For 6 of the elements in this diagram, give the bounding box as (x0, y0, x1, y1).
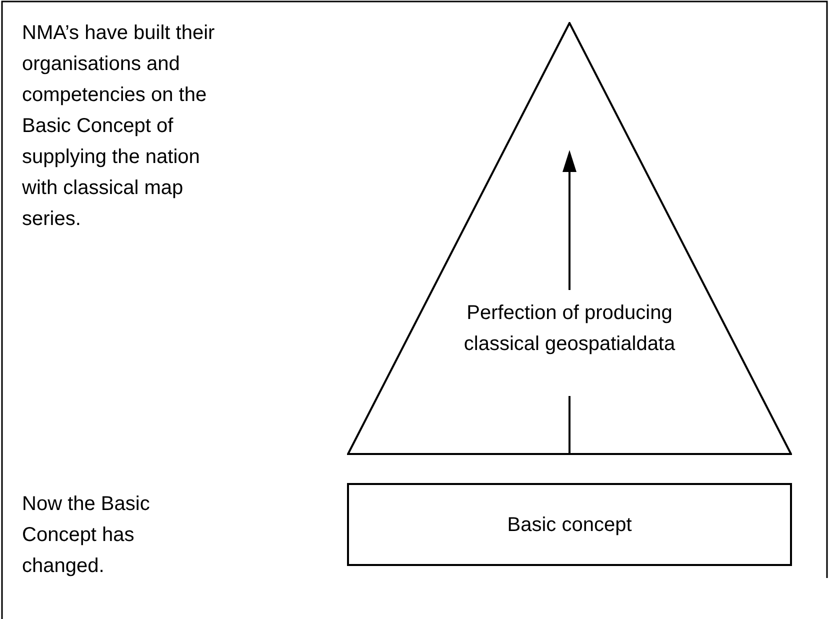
node-text: Basic concept (507, 512, 632, 538)
process-box (347, 483, 792, 566)
triangle-shape (347, 22, 792, 455)
node-text: Perfection of producing classical geospatialdata (462, 301, 676, 357)
note-text: Now the Basic Concept has changed. (22, 492, 151, 579)
note-text: NMA’s have built their organisations and competencies on the Basic Concept of supplying the nation with classical map series. (22, 21, 216, 232)
